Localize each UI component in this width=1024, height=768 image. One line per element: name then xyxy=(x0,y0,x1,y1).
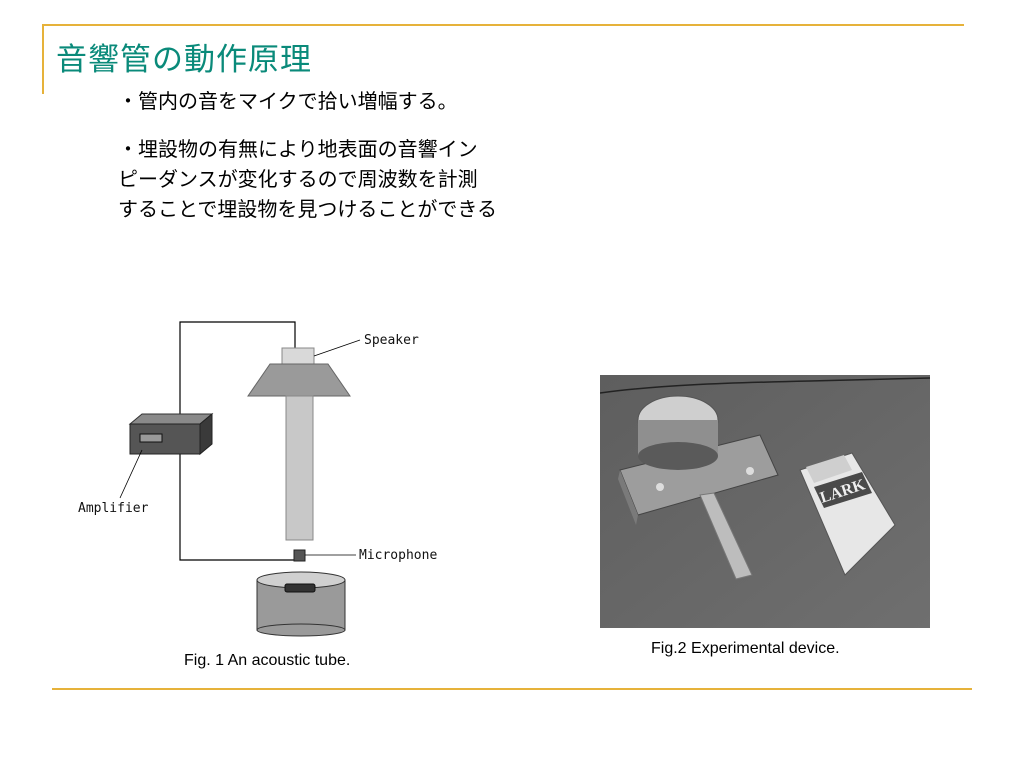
buried-object xyxy=(284,583,316,593)
cable xyxy=(600,377,930,394)
bullet-2: ・埋設物の有無により地表面の音響イン ピーダンスが変化するので周波数を計測 する… xyxy=(118,134,588,224)
figure-2-caption: Fig.2 Experimental device. xyxy=(651,640,840,657)
mount-board-edge xyxy=(618,470,638,525)
bullet-2-line-3: することで埋設物を見つけることができる xyxy=(118,197,497,221)
top-divider xyxy=(42,24,964,26)
wiring xyxy=(179,321,298,561)
acrylic-tube xyxy=(699,492,753,580)
amplifier-display xyxy=(139,433,163,443)
bullet-1: ・管内の音をマイクで拾い増幅する。 xyxy=(118,89,458,113)
figure-1-caption: Fig. 1 An acoustic tube. xyxy=(184,652,351,669)
pack-top xyxy=(806,455,852,483)
slide-title: 音響管の動作原理 xyxy=(56,42,312,78)
acoustic-tube-diagram: Speaker Amplifier Microphone xyxy=(78,321,437,637)
experimental-device-photo: LARK xyxy=(600,375,930,628)
amplifier-top xyxy=(128,413,214,425)
bottom-divider xyxy=(52,688,972,690)
bullet-2-line-2: ピーダンスが変化するので周波数を計測 xyxy=(118,167,478,191)
microphone xyxy=(293,549,306,562)
speaker-leader xyxy=(313,339,361,357)
bullet-2-line-1: ・埋設物の有無により地表面の音響イン xyxy=(118,137,478,161)
amplifier-leader xyxy=(119,449,143,499)
pack-label-band xyxy=(814,472,872,508)
speaker-label: Speaker xyxy=(364,333,419,348)
ground-container-bottom xyxy=(256,623,346,637)
screw-2 xyxy=(746,467,754,475)
speaker-magnet xyxy=(281,347,315,365)
left-accent-bar xyxy=(42,24,44,94)
screw-1 xyxy=(656,483,664,491)
amplifier-label: Amplifier xyxy=(78,501,149,516)
microphone-label: Microphone xyxy=(359,548,437,563)
tube xyxy=(285,395,314,541)
speaker-cone xyxy=(247,363,351,397)
speaker-drum-base xyxy=(638,442,718,470)
